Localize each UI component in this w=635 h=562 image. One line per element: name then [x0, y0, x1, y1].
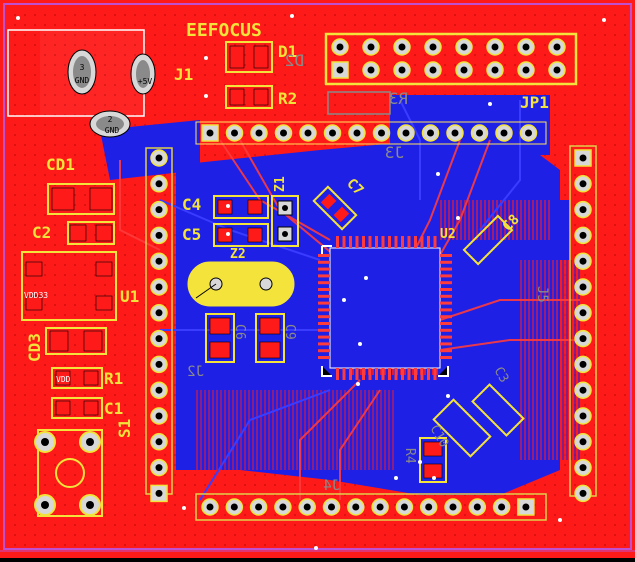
- c9-outline: [255, 313, 285, 363]
- u2-chip: [318, 236, 452, 380]
- label-j5: J5: [534, 286, 550, 303]
- label-d2: D2: [285, 51, 304, 70]
- z2-crystal: [187, 261, 295, 307]
- j1-power-jack: 3 GND +5V 2 GND: [7, 29, 156, 138]
- r2-outline: [225, 85, 273, 109]
- label-jp1: JP1: [520, 93, 549, 112]
- label-s1: S1: [115, 419, 134, 438]
- label-j3: J3: [385, 143, 404, 162]
- svg-text:3: 3: [80, 63, 85, 72]
- label-u2: U2: [440, 227, 456, 242]
- cd1-outline: [47, 183, 115, 215]
- label-led-vdd: VDD: [56, 375, 71, 384]
- jp1-header: [324, 32, 578, 86]
- svg-text:2: 2: [108, 115, 113, 124]
- label-c9: C9: [282, 324, 297, 340]
- z1-outline: [271, 195, 299, 247]
- label-z1: Z1: [273, 176, 288, 192]
- svg-text:GND: GND: [75, 76, 90, 85]
- label-c4: C4: [182, 195, 201, 214]
- label-c5: C5: [182, 225, 201, 244]
- label-d1: D1: [278, 42, 297, 61]
- u1-outline: [21, 251, 117, 321]
- d1-outline: [225, 41, 273, 73]
- label-brand: EEFOCUS: [186, 20, 262, 41]
- j4-header: [195, 493, 547, 521]
- j3-header: [195, 121, 547, 145]
- label-c6: C6: [232, 324, 247, 340]
- label-r2: R2: [278, 89, 297, 108]
- vias: [16, 14, 606, 550]
- c3-outline: [471, 383, 525, 437]
- label-cd3: CD3: [25, 333, 44, 362]
- c4-outline: [213, 195, 269, 219]
- cd3-outline: [45, 327, 107, 355]
- label-c2: C2: [32, 223, 51, 242]
- c5-outline: [213, 223, 269, 247]
- label-j2: J2: [187, 364, 204, 380]
- label-j1: J1: [174, 65, 193, 84]
- label-r1: R1: [104, 369, 123, 388]
- c7-outline: [312, 185, 358, 231]
- label-u1-vdd33: VDD33: [24, 291, 48, 300]
- label-r4: R4: [402, 448, 417, 464]
- c8-outline: [462, 214, 514, 266]
- label-c3: C3: [491, 365, 512, 386]
- c2-outline: [67, 221, 115, 245]
- r3-outline: [327, 91, 391, 115]
- label-u1: U1: [120, 287, 139, 306]
- r1-outline: [51, 367, 103, 389]
- j2-header: [145, 147, 173, 503]
- c1-outline: [51, 397, 103, 419]
- label-c1: C1: [104, 399, 123, 418]
- s1-switch: [34, 429, 103, 517]
- label-r3: R3: [389, 89, 408, 108]
- j5-header: [569, 145, 597, 503]
- c6-outline: [205, 313, 235, 363]
- svg-text:+5V: +5V: [138, 77, 153, 86]
- label-z2: Z2: [230, 247, 246, 262]
- label-j4: J4: [323, 478, 340, 494]
- c10-outline: [432, 398, 492, 458]
- label-cd1: CD1: [46, 155, 75, 174]
- svg-text:GND: GND: [105, 126, 120, 135]
